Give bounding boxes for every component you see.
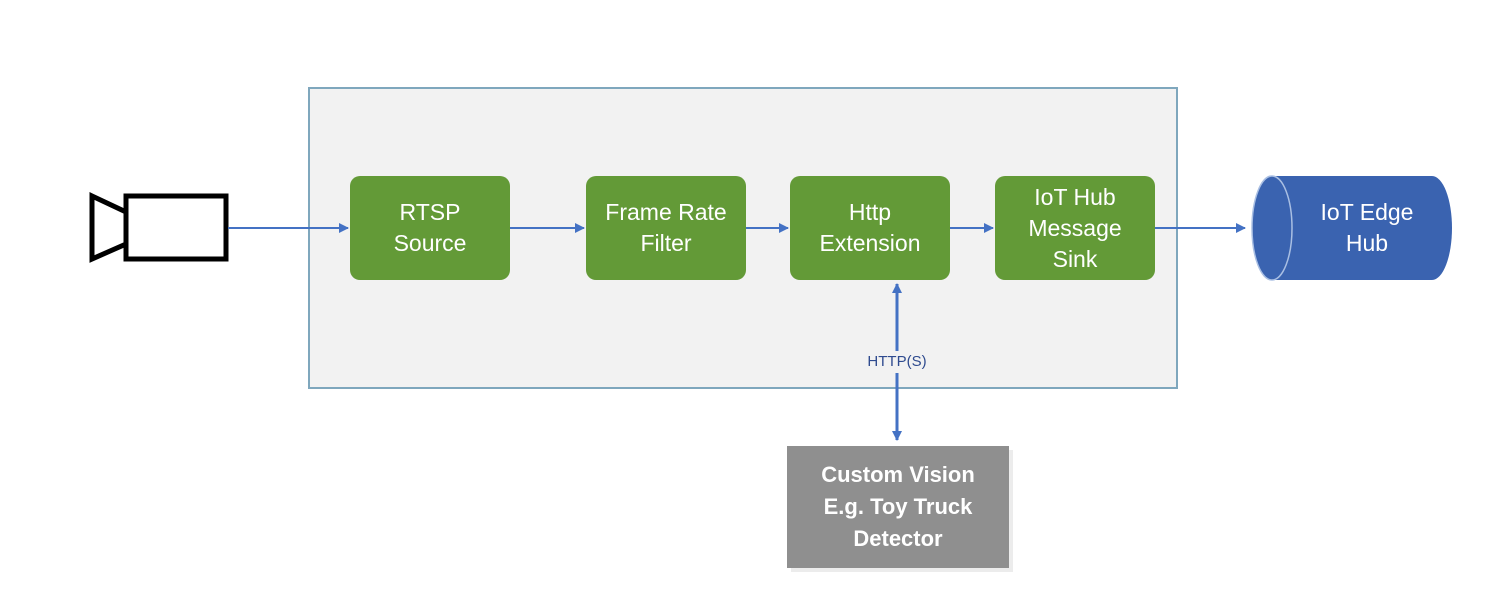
iot-hub-message-sink-label: IoT Hub Message Sink (1028, 183, 1122, 272)
custom-vision-label: Custom Vision E.g. Toy Truck Detector (821, 462, 975, 551)
custom-vision-node: Custom Vision E.g. Toy Truck Detector (787, 446, 1009, 568)
rtsp-source-label: RTSP Source (393, 199, 467, 256)
frame-rate-filter-node: Frame Rate Filter (586, 176, 746, 280)
iot-edge-hub-label: IoT Edge Hub (1320, 199, 1414, 256)
frame-rate-filter-label: Frame Rate Filter (605, 199, 727, 256)
rtsp-source-node: RTSP Source (350, 176, 510, 280)
http-connection-label: HTTP(S) (858, 351, 936, 373)
iot-hub-message-sink-node: IoT Hub Message Sink (995, 176, 1155, 280)
iot-edge-hub-node: IoT Edge Hub (1282, 176, 1452, 280)
http-extension-label: Http Extension (819, 199, 921, 256)
cylinder-database-icon (1251, 175, 1452, 281)
video-camera-icon (89, 192, 229, 263)
http-extension-node: Http Extension (790, 176, 950, 280)
